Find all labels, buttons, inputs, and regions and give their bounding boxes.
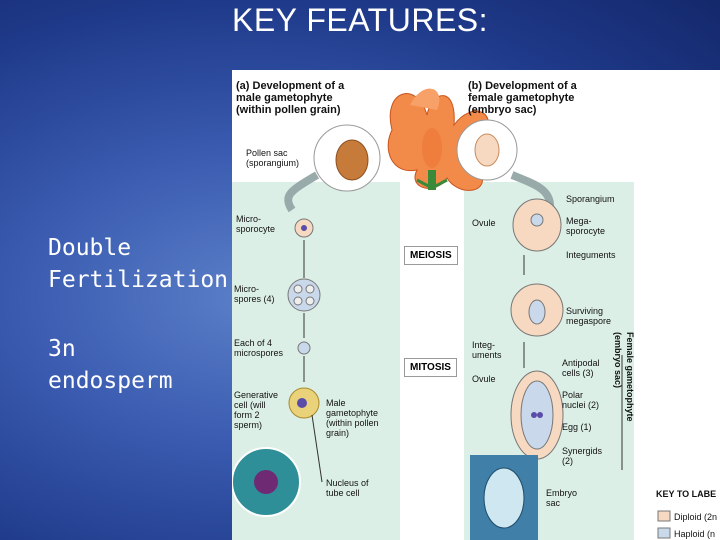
key-haploid: Haploid (n [674, 529, 716, 539]
panel-a-title: (a) Development of a male gametophyte (w… [236, 80, 345, 116]
microspores-label: Micro- spores (4) [234, 284, 275, 304]
female-gametophyte-vertical-label: Female gametophyte (embryo sac) [613, 332, 635, 422]
ovule-top-label: Ovule [472, 218, 496, 228]
microsporocyte-label: Micro- sporocyte [236, 214, 276, 234]
bullet-double-fertilization: Double Fertilization [48, 235, 229, 293]
each-microspore-label: Each of 4 microspores [234, 338, 284, 358]
polar-nuclei-label: Polar nuclei (2) [562, 390, 600, 410]
male-stages [232, 218, 323, 517]
panel-b-title: (b) Development of a female gametophyte … [468, 80, 577, 116]
integuments-top-label: Integuments [566, 250, 616, 260]
meiosis-box: MEIOSIS [404, 246, 458, 265]
surviving-megaspore-label: Surviving megaspore [566, 306, 612, 326]
slide-title: KEY FEATURES: [231, 2, 489, 38]
plant-gametophyte-diagram: (a) Development of a male gametophyte (w… [232, 70, 720, 540]
diagram-artwork [232, 88, 671, 540]
generative-cell-label: Generative cell (will form 2 sperm) [234, 390, 279, 430]
megasporocyte-label: Mega- sporocyte [566, 216, 606, 236]
key-title: KEY TO LABE [656, 489, 717, 499]
integuments-mid-label: Integ- uments [472, 340, 502, 360]
antipodal-label: Antipodal cells (3) [562, 358, 600, 378]
pollen-sac-label: Pollen sac (sporangium) [246, 148, 300, 168]
embryo-sac-label: Embryo sac [546, 488, 578, 508]
nucleus-tube-cell-label: Nucleus of tube cell [326, 478, 369, 498]
male-gametophyte-label: Male gametophyte (within pollen grain) [326, 398, 379, 438]
mitosis-box: MITOSIS [404, 358, 457, 377]
ovule-mid-label: Ovule [472, 374, 496, 384]
synergids-label: Synergids (2) [562, 446, 603, 466]
egg-label: Egg (1) [562, 422, 592, 432]
key-diploid: Diploid (2n [674, 512, 718, 522]
female-stages [470, 198, 564, 540]
sporangium-label: Sporangium [566, 194, 615, 204]
bullet-3n-endosperm: 3n endosperm [48, 336, 173, 394]
